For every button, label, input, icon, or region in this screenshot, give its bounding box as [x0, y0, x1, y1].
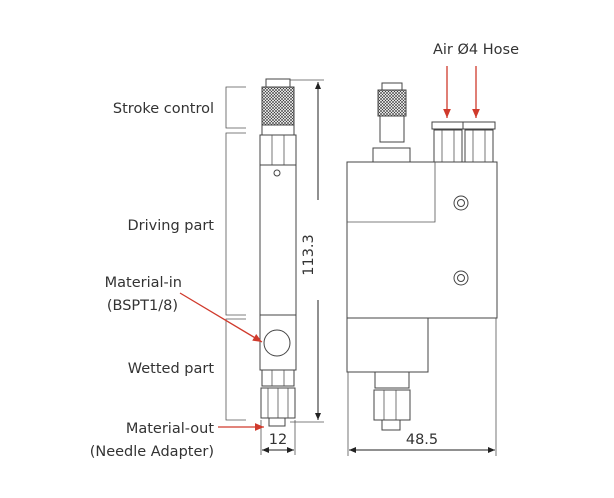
- height-dimension: 113.3: [290, 79, 324, 423]
- label-material-out-spec: (Needle Adapter): [90, 444, 214, 460]
- dim-side-width: 12: [269, 432, 287, 448]
- label-wetted-part: Wetted part: [128, 361, 215, 377]
- dim-front-width: 48.5: [406, 432, 438, 448]
- side-width-dimension: 12: [260, 420, 296, 455]
- label-driving-part: Driving part: [127, 218, 214, 234]
- front-view: [346, 82, 498, 431]
- label-material-in-spec: (BSPT1/8): [107, 298, 178, 314]
- label-air-hose: Air Ø4 Hose: [433, 42, 519, 58]
- dim-height: 113.3: [301, 234, 317, 276]
- label-stroke-control: Stroke control: [113, 101, 214, 117]
- side-view: [259, 78, 297, 427]
- material-in-arrow: [179, 292, 263, 343]
- front-width-dimension: 48.5: [347, 318, 497, 456]
- label-material-out: Material-out: [126, 421, 214, 437]
- label-material-in: Material-in: [105, 275, 182, 291]
- section-brackets: [225, 86, 246, 421]
